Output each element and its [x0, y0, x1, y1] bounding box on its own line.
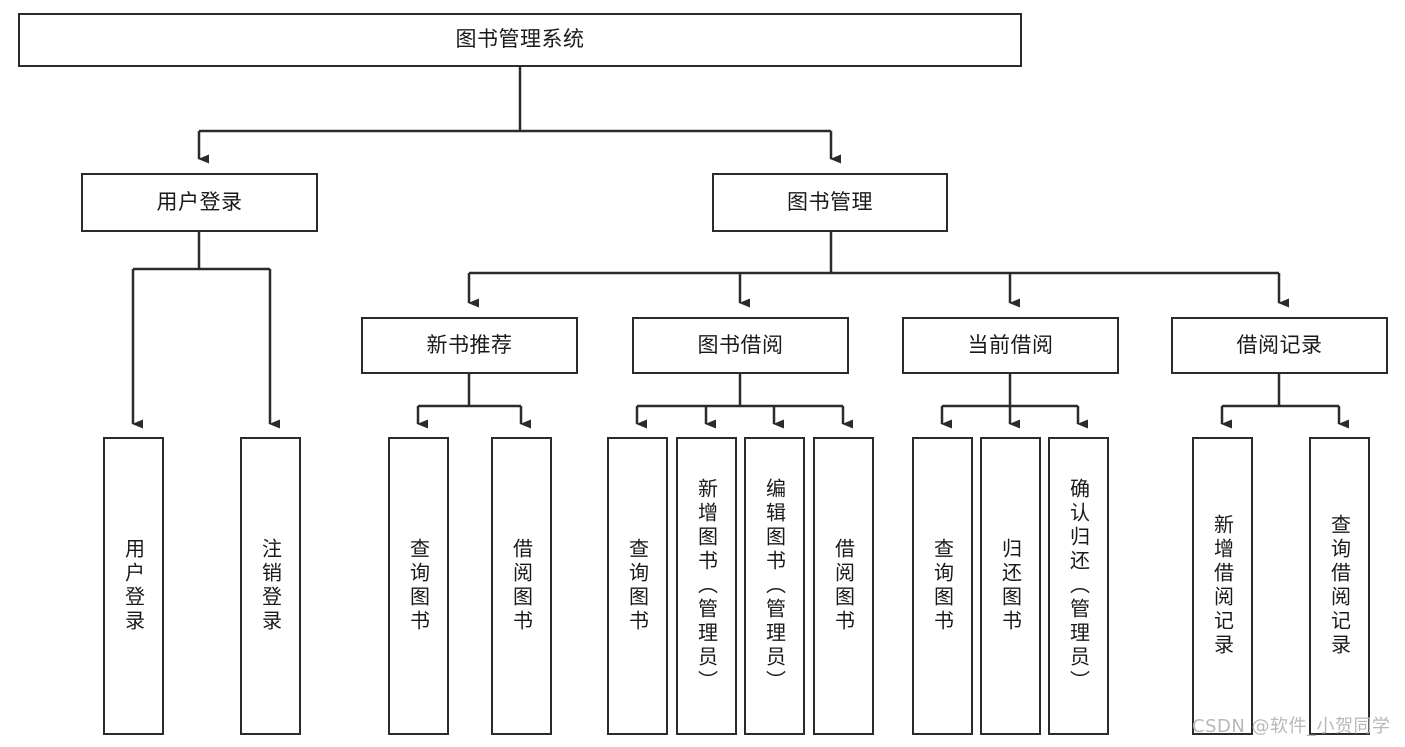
node-leaf-add-book[interactable]: 新增图书（管理员）: [676, 437, 737, 735]
node-leaf-user-logout-label: 注销登录: [258, 538, 283, 634]
node-leaf-edit-book-label: 编辑图书（管理员）: [762, 478, 787, 694]
node-book-management-label: 图书管理: [787, 189, 873, 214]
node-leaf-borrow-book-1[interactable]: 借阅图书: [491, 437, 552, 735]
node-user-login[interactable]: 用户登录: [81, 173, 318, 232]
node-leaf-return-book-label: 归还图书: [998, 538, 1023, 634]
node-current-borrow-label: 当前借阅: [967, 332, 1054, 357]
node-current-borrow[interactable]: 当前借阅: [902, 317, 1119, 374]
node-leaf-confirm-return-label: 确认归还（管理员）: [1066, 478, 1091, 694]
node-leaf-query-book-2-label: 查询图书: [625, 538, 650, 634]
node-leaf-add-record-label: 新增借阅记录: [1210, 514, 1235, 658]
node-leaf-borrow-book-1-label: 借阅图书: [509, 538, 534, 634]
node-new-book-recommend[interactable]: 新书推荐: [361, 317, 578, 374]
node-leaf-query-record-label: 查询借阅记录: [1327, 514, 1352, 658]
node-user-login-label: 用户登录: [156, 189, 243, 214]
node-leaf-add-record[interactable]: 新增借阅记录: [1192, 437, 1253, 735]
node-root-system-label: 图书管理系统: [455, 27, 585, 52]
node-borrow-record-label: 借阅记录: [1236, 332, 1323, 357]
node-book-borrow-label: 图书借阅: [697, 332, 784, 357]
node-leaf-query-book-3[interactable]: 查询图书: [912, 437, 973, 735]
node-root-system[interactable]: 图书管理系统: [18, 13, 1022, 67]
node-leaf-borrow-book-2-label: 借阅图书: [831, 538, 856, 634]
node-leaf-query-book-2[interactable]: 查询图书: [607, 437, 668, 735]
node-leaf-user-login-label: 用户登录: [121, 538, 146, 634]
node-borrow-record[interactable]: 借阅记录: [1171, 317, 1388, 374]
node-leaf-borrow-book-2[interactable]: 借阅图书: [813, 437, 874, 735]
node-leaf-user-login[interactable]: 用户登录: [103, 437, 164, 735]
node-book-borrow[interactable]: 图书借阅: [632, 317, 849, 374]
node-leaf-return-book[interactable]: 归还图书: [980, 437, 1041, 735]
node-leaf-add-book-label: 新增图书（管理员）: [694, 478, 719, 694]
node-leaf-user-logout[interactable]: 注销登录: [240, 437, 301, 735]
node-book-management[interactable]: 图书管理: [712, 173, 948, 232]
node-leaf-edit-book[interactable]: 编辑图书（管理员）: [744, 437, 805, 735]
node-leaf-query-record[interactable]: 查询借阅记录: [1309, 437, 1370, 735]
node-leaf-query-book-3-label: 查询图书: [930, 538, 955, 634]
node-leaf-confirm-return[interactable]: 确认归还（管理员）: [1048, 437, 1109, 735]
node-leaf-query-book-1[interactable]: 查询图书: [388, 437, 449, 735]
node-leaf-query-book-1-label: 查询图书: [406, 538, 431, 634]
node-new-book-recommend-label: 新书推荐: [426, 332, 513, 357]
